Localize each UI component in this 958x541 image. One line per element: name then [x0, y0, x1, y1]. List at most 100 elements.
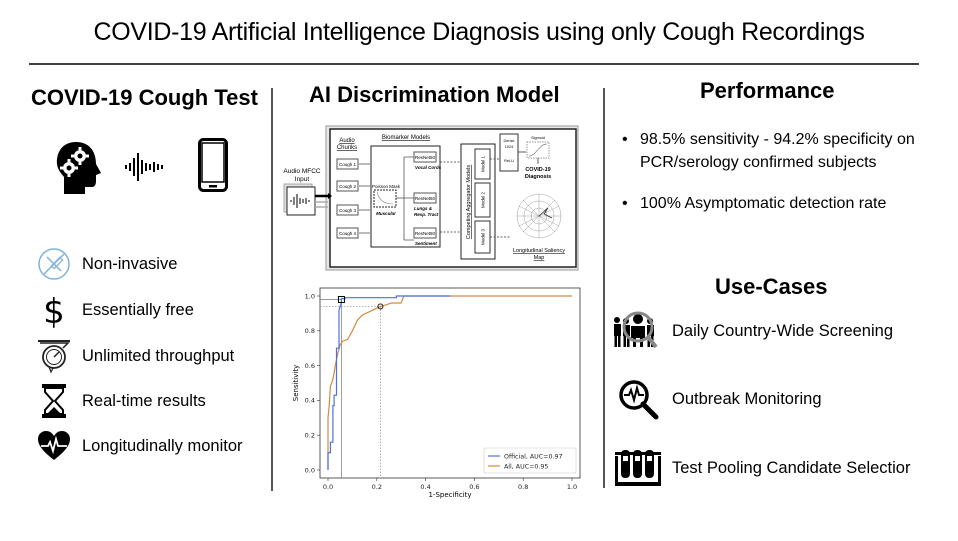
performance-bullet: 100% Asymptomatic detection rate	[622, 192, 952, 215]
dense-label: 1024	[505, 145, 513, 149]
x-tick-label: 0.6	[469, 483, 479, 491]
input-label: Audio MFCC	[283, 168, 321, 175]
chunks-label: Audio	[339, 138, 355, 144]
magnifier-pulse-icon	[612, 377, 664, 421]
operating-point-circle	[377, 303, 384, 310]
usecase-label: Outbreak Monitoring	[672, 389, 822, 408]
y-tick-label: 0.6	[305, 362, 315, 370]
diagnosis-label: COVID-19	[525, 167, 550, 173]
poisson-mask-label: Poisson Mask	[372, 184, 401, 189]
feature-longitudinally-monitor: Longitudinally monitor	[36, 428, 243, 464]
feature-label: Unlimited throughput	[82, 346, 235, 365]
y-tick-label: 1.0	[305, 292, 315, 300]
feature-real-time-results: Real-time results	[36, 383, 206, 419]
plot-frame	[319, 287, 581, 479]
saliency-label: Map	[534, 255, 545, 261]
sound-wave-icon	[125, 153, 163, 181]
y-axis-label: Sensitivity	[292, 365, 300, 401]
feature-label: Essentially free	[82, 300, 194, 319]
dense-label: Dense	[504, 139, 515, 143]
resnet-label: ResNet50	[415, 196, 436, 201]
dense-box	[499, 133, 519, 172]
no-needle-icon	[36, 246, 72, 282]
roc-curve-official	[327, 295, 450, 470]
usecase-outbreak: Outbreak Monitoring	[612, 377, 822, 421]
x-tick-label: 0.2	[372, 483, 382, 491]
usecase-test-pooling: Test Pooling Candidate Selectior	[612, 446, 910, 490]
model-label: Model 3	[481, 229, 486, 246]
input-label: Input	[295, 176, 310, 183]
feature-label: Non-invasive	[82, 254, 178, 273]
usecase-label: Daily Country-Wide Screening	[672, 321, 894, 340]
column-divider-right	[603, 88, 605, 488]
ai-model-heading: AI Discrimination Model	[309, 82, 560, 107]
performance-bullet: 98.5% sensitivity - 94.2% specificity on…	[622, 128, 922, 174]
svg-text:$: $	[43, 292, 65, 328]
model-label: Model 2	[481, 192, 486, 209]
chunk-box	[336, 204, 359, 216]
y-tick-label: 0.4	[305, 397, 315, 405]
feature-label: Longitudinally monitor	[82, 436, 243, 455]
smartphone-icon	[198, 138, 228, 192]
model-label: Model 1	[481, 156, 486, 173]
feature-essentially-free: $ Essentially free	[36, 292, 194, 328]
muscular-label: Muscular	[376, 211, 396, 216]
title-divider	[29, 63, 919, 65]
hourglass-icon	[36, 383, 72, 419]
poisson-mask-box	[373, 189, 397, 208]
chunk-label: Cough 2	[339, 184, 357, 189]
chunk-label: Cough 3	[339, 208, 357, 213]
operating-point-square	[337, 295, 345, 303]
biomarker-title: Biomarker Models	[382, 135, 430, 141]
roc-curve-all	[327, 295, 572, 470]
feature-label: Real-time results	[82, 391, 206, 410]
resnet-label: ResNet50	[415, 155, 436, 160]
resnet-caption: Vocal Cords	[415, 165, 442, 170]
resnet-box	[413, 151, 437, 163]
diagnosis-label: Diagnosis	[525, 174, 551, 180]
usecase-screening: Daily Country-Wide Screening	[612, 309, 893, 353]
y-tick-label: 0.8	[305, 327, 315, 335]
performance-heading: Performance	[700, 78, 835, 103]
resnet-caption: Sentiment	[415, 241, 437, 246]
column-divider-left	[271, 88, 273, 491]
legend-label: Official, AUC=0.97	[504, 453, 562, 460]
aggregator-title: Competing Aggregator Models	[466, 165, 472, 240]
y-tick-label: 0.2	[305, 432, 315, 440]
dense-label: ReLU	[504, 159, 514, 163]
brain-gears-icon	[56, 142, 101, 194]
saliency-map	[516, 193, 562, 239]
chunk-label: Cough 1	[339, 162, 357, 167]
sigmoid-label: Sigmoid	[531, 136, 545, 140]
crowd-search-icon	[612, 309, 664, 353]
architecture-diagram: Audio MFCC Input Audio Chunks Cough 1 Co…	[282, 124, 580, 272]
chunk-box	[336, 227, 359, 239]
legend-label: All, AUC=0.95	[504, 463, 548, 470]
resnet-box	[413, 227, 437, 239]
dollar-icon: $	[36, 292, 72, 328]
x-tick-label: 0.4	[420, 483, 430, 491]
resnet-caption: Lungs &	[414, 206, 432, 211]
chunks-label: Chunks	[337, 145, 357, 151]
wave-glyph-icon	[290, 194, 310, 208]
x-tick-label: 1.0	[567, 483, 577, 491]
chunk-box	[336, 158, 359, 170]
model-box	[474, 148, 491, 180]
test-tubes-icon	[612, 446, 664, 490]
model-box	[474, 182, 491, 218]
y-tick-label: 0.0	[305, 466, 315, 474]
x-axis-label: 1-Specificity	[428, 491, 471, 499]
usecase-label: Test Pooling Candidate Selectior	[672, 458, 911, 477]
gauge-funnel-icon	[36, 338, 72, 374]
heart-pulse-icon	[36, 428, 72, 464]
cough-test-heading: COVID-19 Cough Test	[31, 85, 258, 110]
resnet-box	[413, 192, 437, 204]
mfcc-input-box	[286, 186, 316, 216]
legend-box	[483, 447, 577, 474]
feature-unlimited-throughput: Unlimited throughput	[36, 338, 234, 374]
x-tick-label: 0.0	[323, 483, 333, 491]
resnet-caption: Resp. Tract	[414, 212, 439, 217]
